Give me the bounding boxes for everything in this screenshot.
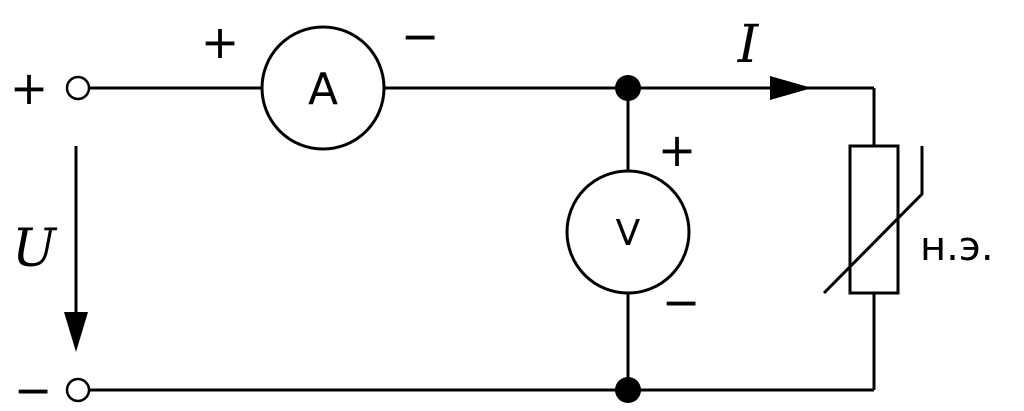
- voltage-arrow-head: [64, 312, 88, 352]
- current-label: I: [737, 15, 760, 75]
- ammeter-minus: −: [401, 9, 440, 63]
- wires: [90, 86, 876, 392]
- bottom-terminal-polarity: −: [14, 363, 53, 411]
- nonlinear-element-slash: [822, 146, 924, 295]
- bottom-terminal: [65, 377, 91, 403]
- voltage-label: U: [12, 219, 58, 279]
- top-terminal: [65, 75, 91, 101]
- bottom-junction-node: [615, 377, 641, 403]
- top-junction-node: [615, 75, 641, 101]
- nonlinear-element-label: н.э.: [920, 224, 994, 270]
- ammeter-plus: +: [201, 15, 240, 69]
- voltmeter-plus: +: [658, 123, 697, 177]
- top-terminal-polarity: +: [10, 61, 49, 115]
- ammeter-circle: [260, 25, 386, 151]
- current-arrow-head: [770, 76, 812, 100]
- voltmeter-letter: V: [616, 213, 641, 254]
- voltmeter-minus: −: [662, 275, 701, 329]
- ammeter-letter: A: [308, 64, 338, 115]
- nonlinear-element-body: [848, 144, 900, 295]
- voltmeter-circle: [565, 169, 691, 295]
